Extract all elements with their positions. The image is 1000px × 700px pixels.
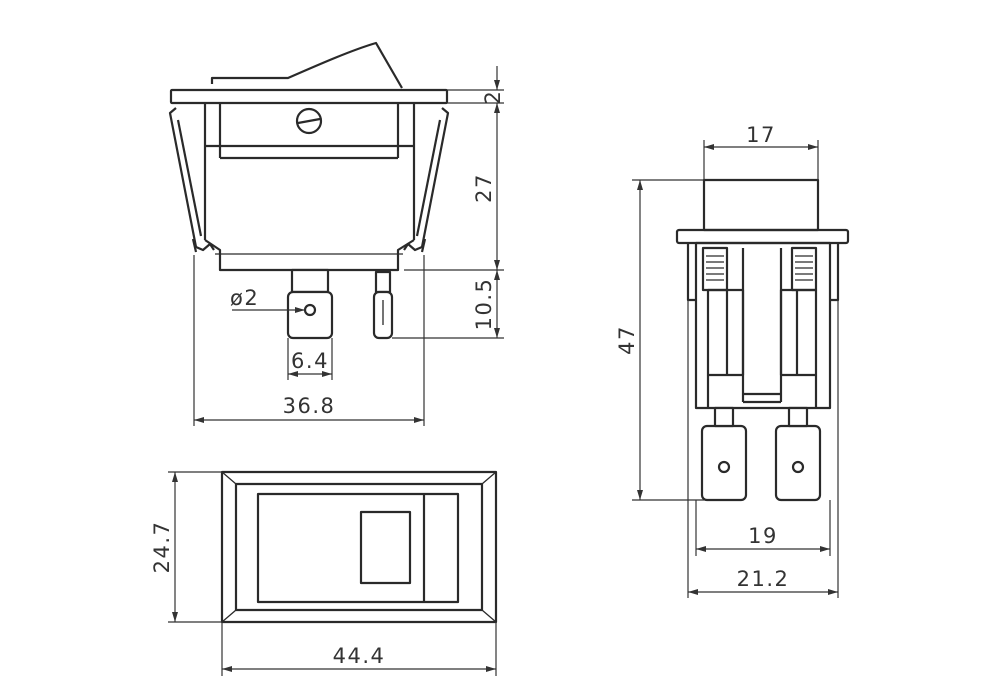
dim-bezel-height: 24.7 <box>150 521 174 574</box>
dim-flange-thickness: 2 <box>481 90 505 105</box>
dim-terminal-length: 10.5 <box>472 278 496 331</box>
dim-body-width: 36.8 <box>283 394 336 418</box>
side-view <box>675 178 850 502</box>
dim-total-height: 47 <box>615 325 639 355</box>
top-view <box>220 470 498 624</box>
dim-actuator-width: 17 <box>746 123 776 147</box>
dim-bezel-width: 44.4 <box>333 644 386 668</box>
dim-terminal-span: 19 <box>748 524 778 548</box>
dim-terminal-width: 6.4 <box>291 349 329 373</box>
dim-body-height: 27 <box>472 173 496 203</box>
front-view-dimensions: 2 27 10.5 ø2 6.4 36.8 <box>193 66 505 426</box>
side-view-dimensions: 17 47 19 21.2 <box>615 123 839 598</box>
top-view-dimensions: 24.7 44.4 <box>150 471 497 676</box>
terminal-hole-icon <box>791 460 805 474</box>
front-view <box>168 41 450 340</box>
dim-side-body-width: 21.2 <box>737 567 790 591</box>
dim-hole-diameter: ø2 <box>230 286 259 310</box>
terminal-hole-icon <box>717 460 731 474</box>
screw-icon <box>295 107 323 135</box>
